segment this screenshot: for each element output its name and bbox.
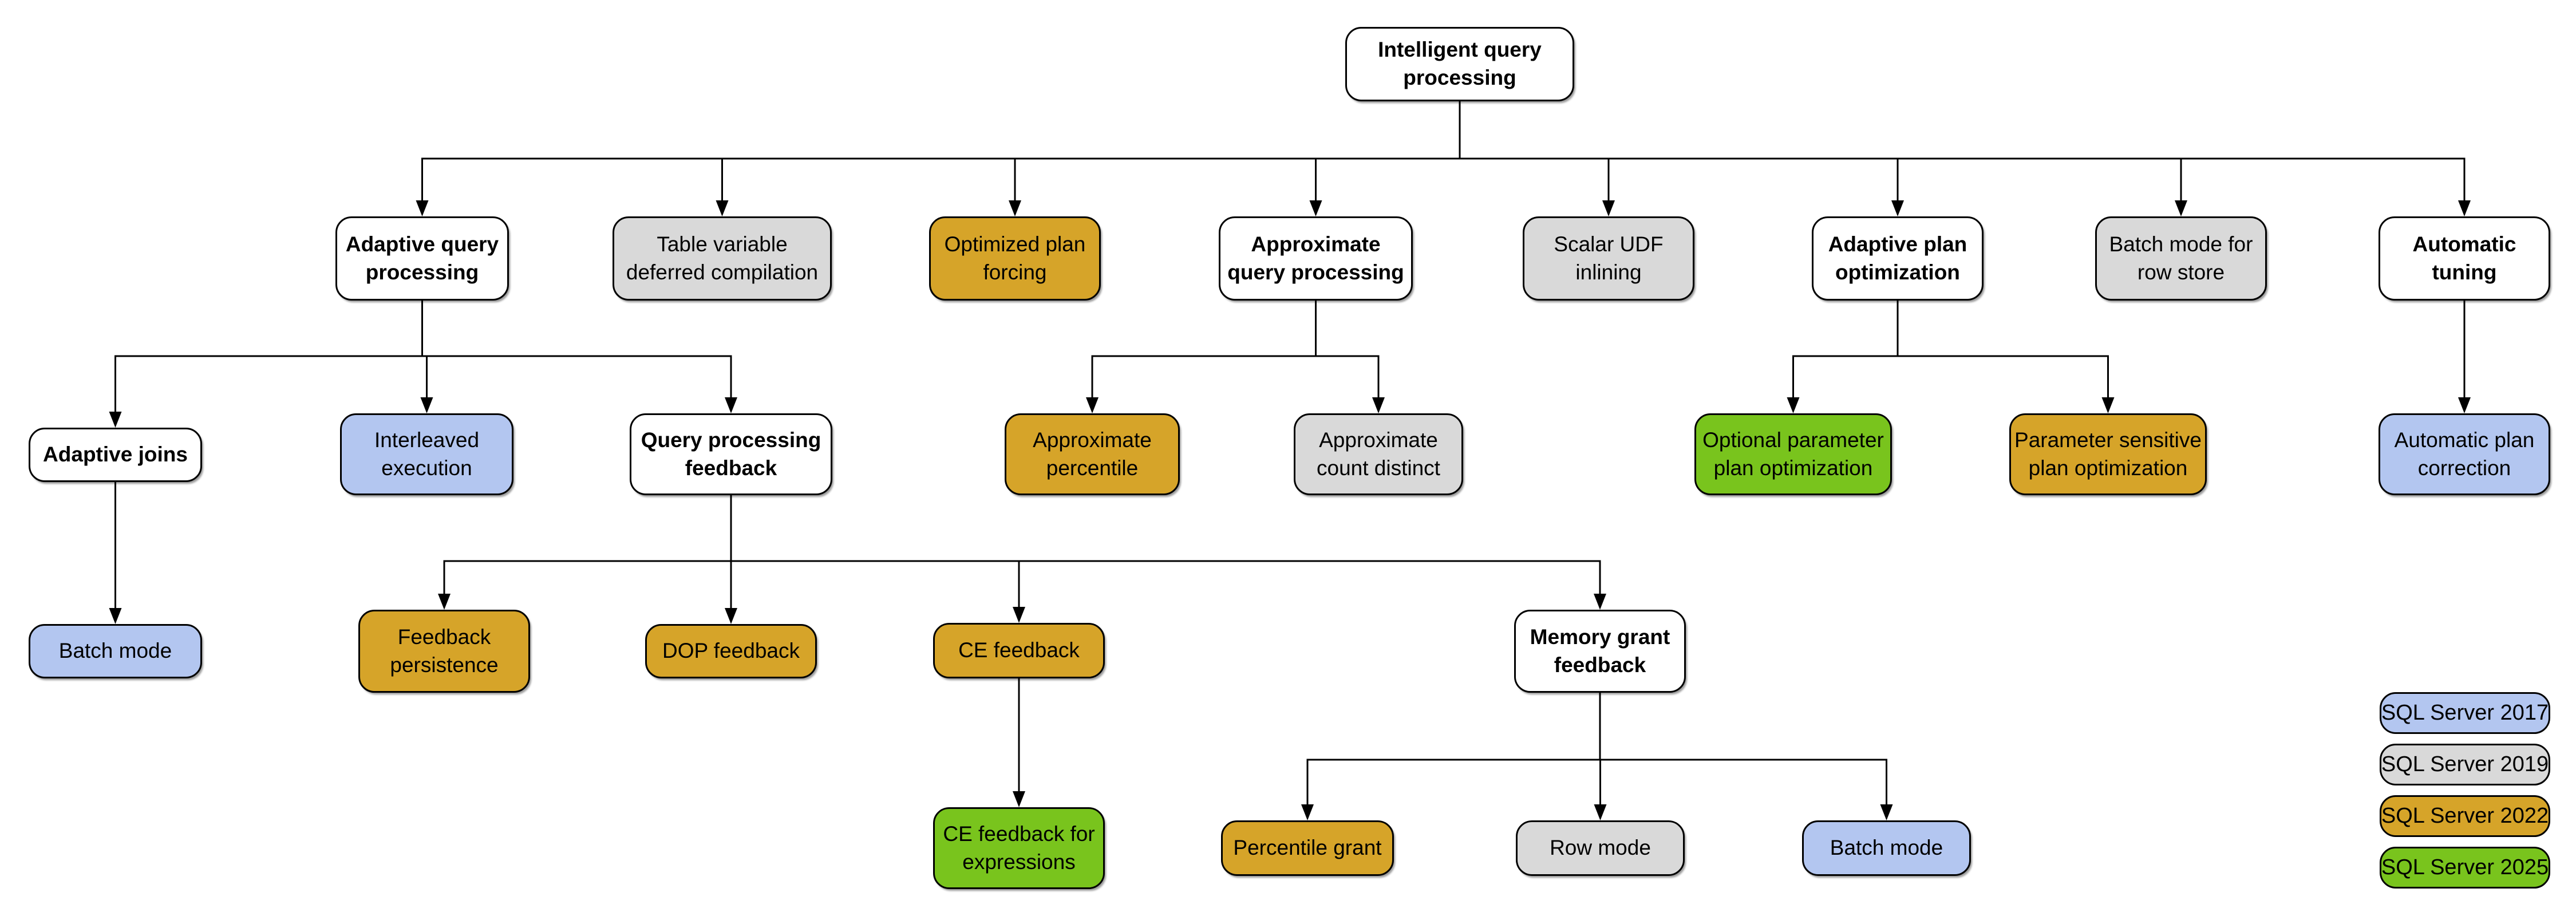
arrowhead-icon (1013, 607, 1025, 623)
node-memory-grant-feedback: Memory grant feedback (1514, 610, 1686, 693)
connector-path (443, 494, 1601, 611)
connector-ce-feedback (1013, 677, 1025, 807)
node-parameter-sensitive-plan-optimization: Parameter sensitive plan optimization (2009, 413, 2207, 495)
legend-item-sql-server-2025: SQL Server 2025 (2380, 847, 2550, 889)
arrowhead-icon (109, 412, 122, 428)
node-intelligent-query-processing: Intelligent query processing (1345, 27, 1574, 101)
arrowhead-icon (2458, 200, 2471, 216)
connector-path (421, 100, 2466, 204)
arrowhead-icon (1602, 200, 1615, 216)
arrowhead-icon (1787, 397, 1800, 413)
arrowhead-icon (438, 594, 451, 610)
connector-adaptive-plan-optimization (1787, 299, 2115, 413)
connector-adaptive-query-processing (109, 299, 737, 428)
arrowhead-icon (1594, 804, 1607, 820)
connector-adaptive-joins (109, 481, 122, 624)
arrowhead-icon (2458, 397, 2471, 413)
connector-path (114, 299, 732, 415)
connector-path (1792, 299, 2109, 401)
node-row-mode: Row mode (1516, 820, 1685, 876)
node-batch-mode-for-row-store: Batch mode for row store (2095, 216, 2267, 301)
legend-item-sql-server-2022: SQL Server 2022 (2380, 795, 2550, 837)
connector-automatic-tuning (2458, 299, 2471, 413)
node-automatic-tuning: Automatic tuning (2379, 216, 2550, 301)
arrowhead-icon (1013, 791, 1025, 807)
node-scalar-udf-inlining: Scalar UDF inlining (1523, 216, 1694, 301)
node-feedback-persistence: Feedback persistence (358, 610, 530, 693)
node-approximate-query-processing: Approximate query processing (1219, 216, 1413, 301)
arrowhead-icon (416, 200, 429, 216)
arrowhead-icon (725, 397, 737, 413)
node-batch-mode-memory-grant: Batch mode (1802, 820, 1971, 876)
node-batch-mode-adaptive-joins: Batch mode (29, 624, 202, 678)
legend-item-sql-server-2019: SQL Server 2019 (2380, 744, 2550, 785)
arrowhead-icon (1301, 804, 1314, 820)
arrowhead-icon (1594, 594, 1606, 610)
arrowhead-icon (2175, 200, 2187, 216)
arrowhead-icon (2101, 397, 2115, 413)
node-adaptive-query-processing: Adaptive query processing (335, 216, 509, 301)
node-approximate-percentile: Approximate percentile (1005, 413, 1180, 495)
node-automatic-plan-correction: Automatic plan correction (2379, 413, 2550, 495)
node-table-variable-deferred-compilation: Table variable deferred compilation (613, 216, 832, 301)
node-query-processing-feedback: Query processing feedback (630, 413, 832, 495)
connector-path (1091, 299, 1380, 401)
node-optional-parameter-plan-optimization: Optional parameter plan optimization (1694, 413, 1892, 495)
arrowhead-icon (1086, 397, 1099, 413)
arrowhead-icon (420, 397, 433, 413)
arrowhead-icon (1372, 397, 1385, 413)
node-ce-feedback: CE feedback (933, 623, 1105, 678)
connector-approximate-query-processing (1086, 299, 1385, 413)
arrowhead-icon (109, 608, 122, 624)
node-dop-feedback: DOP feedback (645, 624, 817, 678)
legend-item-sql-server-2017: SQL Server 2017 (2380, 692, 2550, 734)
node-approximate-count-distinct: Approximate count distinct (1294, 413, 1463, 495)
node-interleaved-execution: Interleaved execution (340, 413, 513, 495)
arrowhead-icon (1309, 200, 1322, 216)
arrowhead-icon (725, 608, 737, 624)
arrowhead-icon (716, 200, 729, 216)
node-adaptive-plan-optimization: Adaptive plan optimization (1812, 216, 1984, 301)
arrowhead-icon (1009, 200, 1021, 216)
connector-memory-grant-feedback (1301, 692, 1893, 820)
node-percentile-grant: Percentile grant (1221, 820, 1394, 876)
node-adaptive-joins: Adaptive joins (29, 428, 202, 482)
node-optimized-plan-forcing: Optimized plan forcing (929, 216, 1101, 301)
arrowhead-icon (1891, 200, 1904, 216)
connector-path (1306, 692, 1887, 808)
connector-intelligent-query-processing (416, 100, 2471, 216)
arrowhead-icon (1880, 804, 1893, 820)
node-ce-feedback-for-expressions: CE feedback for expressions (933, 807, 1105, 889)
connector-query-processing-feedback (438, 494, 1606, 624)
